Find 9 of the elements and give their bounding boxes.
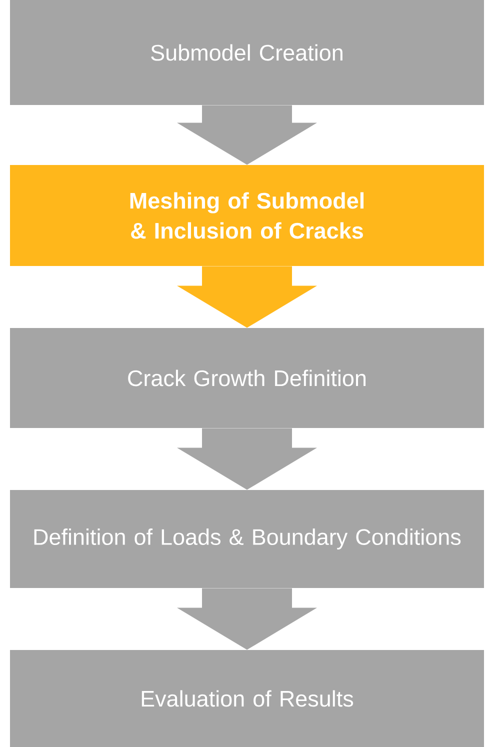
step-box: Definition of Loads & Boundary Conditions [10,490,484,588]
step-box: Evaluation of Results [10,650,484,747]
block-arrow [177,266,317,328]
highlighted-step-box: Meshing of Submodel & Inclusion of Cracks [10,165,484,266]
block-arrow [177,428,317,490]
block-arrow [177,588,317,650]
block-arrow [177,105,317,165]
step-box: Submodel Creation [10,0,484,105]
step-box: Crack Growth Definition [10,328,484,428]
